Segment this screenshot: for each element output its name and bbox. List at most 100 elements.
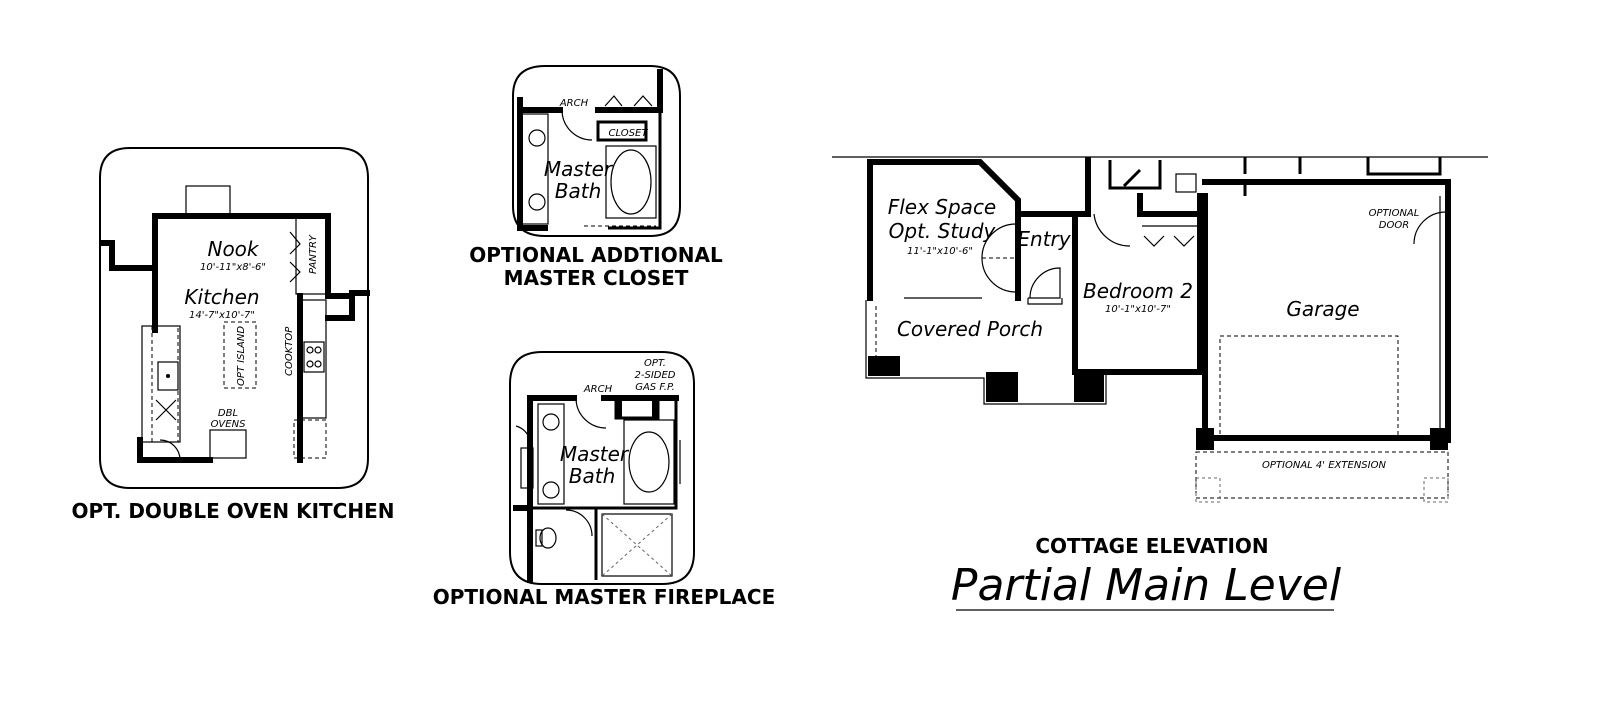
sink-1 xyxy=(528,129,546,147)
burner xyxy=(314,360,322,368)
fireplace-option-frame xyxy=(509,351,695,585)
opt-island xyxy=(223,321,257,389)
bedroom2-dim: 10'-1"x10'-7" xyxy=(1105,304,1171,315)
island-label: OPT ISLAND xyxy=(236,326,247,386)
shower xyxy=(601,513,673,577)
closet-wall xyxy=(517,97,548,231)
toilet-door xyxy=(565,509,593,537)
closet-arch-label: ARCH xyxy=(559,98,589,109)
flex-space-wall xyxy=(867,159,1021,301)
flex-doors xyxy=(981,223,1017,293)
toilet xyxy=(539,527,557,549)
double-oven-kitchen-option: Nook 10'-11"x8'-6" Kitchen 14'-7"x10'-7"… xyxy=(72,147,395,523)
garage-wall xyxy=(1202,179,1451,443)
kitchen-wall-bottom xyxy=(137,437,213,463)
kitchen-sink xyxy=(157,361,179,391)
closet-doors xyxy=(604,95,653,107)
closet-caption-1: OPTIONAL ADDTIONAL xyxy=(469,243,723,267)
porch-column-2 xyxy=(986,372,1018,402)
side-cabinet xyxy=(520,447,534,489)
optional-door-label-2: DOOR xyxy=(1379,220,1409,231)
flex-dim: 11'-1"x10'-6" xyxy=(907,246,973,257)
master-fireplace-option: OPT. 2-SIDED GAS F.P. ARCH Master Bath O… xyxy=(433,351,775,609)
partial-main-level: Flex Space Opt. Study 11'-1"x10'-6" Entr… xyxy=(832,156,1488,611)
garage-side-door xyxy=(1413,211,1447,245)
tub-surround xyxy=(605,145,657,219)
closet-wall-right xyxy=(608,110,662,230)
cooktop-counter xyxy=(301,299,327,419)
vanity xyxy=(521,113,549,225)
garage-door-opening xyxy=(1219,335,1399,439)
kitchen-counter-left xyxy=(141,325,181,443)
kitchen-wall xyxy=(101,213,355,321)
closet-bath-label: Bath xyxy=(555,179,602,203)
burner xyxy=(314,346,322,354)
sink-drain xyxy=(166,374,170,378)
fp-bath-label: Bath xyxy=(569,464,616,488)
entry-wall xyxy=(1015,157,1091,217)
kitchen-option-caption: OPT. DOUBLE OVEN KITCHEN xyxy=(72,499,395,523)
garage-pier-right xyxy=(1430,428,1448,450)
kitchen-label: Kitchen xyxy=(184,285,259,309)
opt-study-label: Opt. Study xyxy=(889,219,997,243)
elevation-caption: COTTAGE ELEVATION xyxy=(1035,534,1268,558)
bedroom2-closet-doors xyxy=(1143,235,1195,247)
covered-porch-label: Covered Porch xyxy=(897,317,1043,341)
fireplace-wall-left xyxy=(513,395,533,583)
tub-surround xyxy=(623,419,675,505)
porch-outline xyxy=(865,300,1107,405)
optional-door-label-1: OPTIONAL xyxy=(1369,208,1420,219)
hall-walls xyxy=(1108,160,1162,190)
entry-side-wall xyxy=(1027,298,1063,305)
toilet-tank xyxy=(535,529,543,547)
closet-master-label: Master xyxy=(544,157,614,181)
vanity xyxy=(537,403,565,505)
fireplace-pilaster-1 xyxy=(616,398,622,418)
fireplace-pilaster-2 xyxy=(652,398,658,418)
garage-pier-left xyxy=(1196,428,1214,450)
pantry xyxy=(295,217,327,295)
kitchen-corner xyxy=(155,399,177,421)
fp-arch-label: ARCH xyxy=(583,384,613,395)
closet-box xyxy=(596,120,648,142)
arch-door xyxy=(575,397,607,429)
nook-dim: 10'-11"x8'-6" xyxy=(200,262,266,273)
cooktop-label: COOKTOP xyxy=(284,326,295,376)
bedroom2-label: Bedroom 2 xyxy=(1083,279,1193,303)
sink-2 xyxy=(528,193,546,211)
nook-label: Nook xyxy=(207,237,259,261)
dbl-ovens xyxy=(209,429,247,459)
fp-gas-label: GAS F.P. xyxy=(635,382,675,393)
closet-label: CLOSET xyxy=(609,128,649,139)
closet-wall-top xyxy=(517,69,663,113)
ovens-label: OVENS xyxy=(211,419,247,430)
closet-caption-2: MASTER CLOSET xyxy=(504,266,689,290)
pantry-label: PANTRY xyxy=(308,234,319,274)
additional-closet-option: ARCH CLOSET Master Bath OPTIONAL ADDTION… xyxy=(469,65,723,290)
dbl-label: DBL xyxy=(218,408,238,419)
kitchen-hood xyxy=(185,185,231,215)
tub xyxy=(628,431,670,493)
arch-door xyxy=(561,109,593,141)
utility-box xyxy=(1175,173,1197,193)
closet-option-frame xyxy=(512,65,681,237)
sink-2 xyxy=(542,481,560,499)
level-title: Partial Main Level xyxy=(951,560,1342,611)
flex-space-label: Flex Space xyxy=(888,195,997,219)
tub xyxy=(610,149,652,215)
kitchen-option-frame xyxy=(99,147,369,489)
wall-door-left xyxy=(515,425,531,441)
fireplace-wall-mid xyxy=(530,398,678,580)
bedroom2-closet-wall xyxy=(1137,193,1203,217)
extension-piers xyxy=(1195,477,1449,503)
kitchen-base-cabinet xyxy=(293,419,327,459)
porch-column-1 xyxy=(868,356,900,376)
shower-x xyxy=(601,513,673,577)
extension-label: OPTIONAL 4' EXTENSION xyxy=(1262,460,1386,471)
pantry-door xyxy=(289,231,301,283)
garage-top-walls xyxy=(1205,157,1442,196)
fp-opt-label: OPT. xyxy=(644,358,666,369)
hall-door xyxy=(1093,213,1131,247)
kitchen-dim: 14'-7"x10'-7" xyxy=(189,310,255,321)
